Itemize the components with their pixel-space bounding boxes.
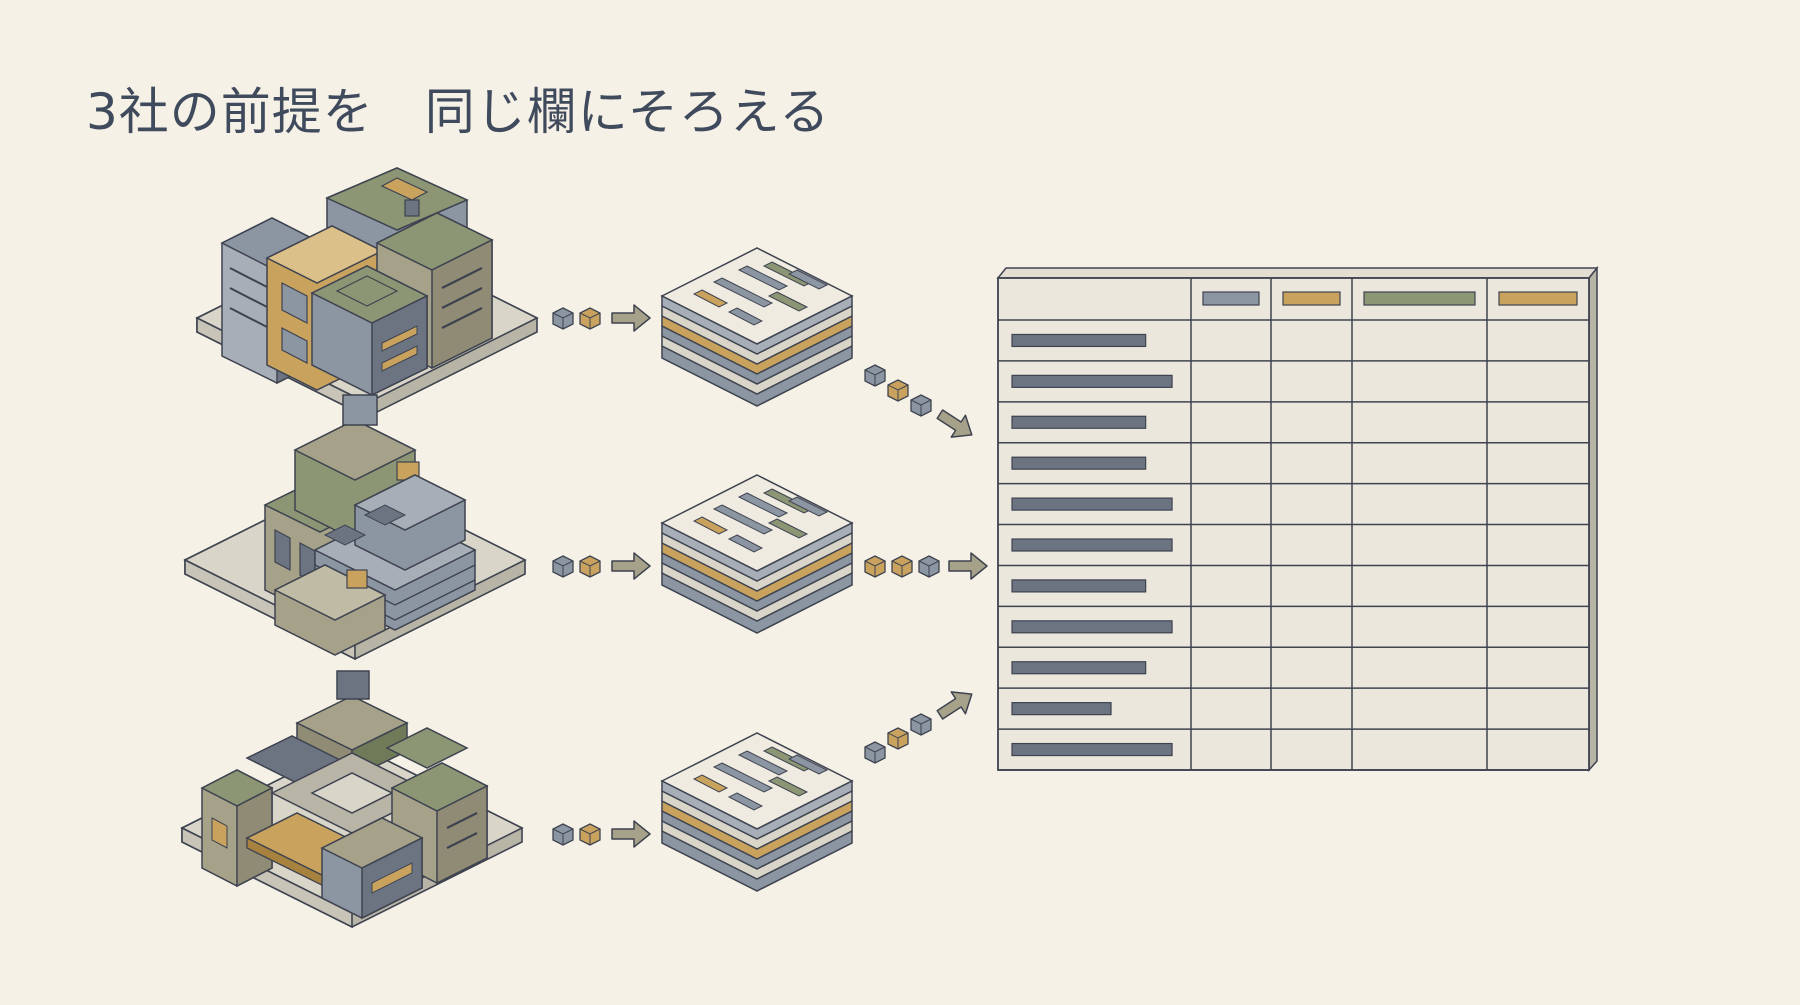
table-row-label-bar (1011, 538, 1173, 552)
table-row-label-bar (1011, 579, 1147, 593)
table-row-label-bar (1011, 620, 1173, 634)
document-stack-3 (661, 732, 853, 892)
table-header-bar (1363, 291, 1476, 306)
arrow-campus-2-to-docs (552, 552, 651, 580)
table-row-label-bar (1011, 415, 1147, 429)
document-stack-1 (661, 247, 853, 407)
table-row-label-bar (1011, 374, 1173, 388)
arrow-docs-3-to-table (864, 682, 980, 764)
company-2-campus (184, 394, 526, 660)
table-row-label-bar (1011, 333, 1147, 348)
arrow-campus-1-to-docs (552, 304, 651, 332)
company-3-campus (181, 670, 523, 928)
table-grid (998, 278, 1589, 771)
arrow-campus-3-to-docs (552, 820, 651, 848)
table-row-label-bar (1011, 497, 1173, 511)
arrow-docs-1-to-table (864, 364, 980, 447)
table-row-label-bar (1011, 742, 1173, 757)
company-1-campus (196, 167, 538, 418)
table-header-bar (1498, 291, 1578, 306)
unified-table (996, 265, 1599, 772)
document-stack-2 (661, 474, 853, 634)
table-row-label-bar (1011, 661, 1147, 675)
table-row-label-bar (1011, 702, 1112, 716)
table-row-label-bar (1011, 456, 1147, 470)
table-header-bar (1202, 291, 1260, 306)
page-title: 3社の前提を 同じ欄にそろえる (86, 83, 831, 141)
table-header-bar (1282, 291, 1341, 306)
arrow-docs-2-to-table (864, 552, 988, 580)
